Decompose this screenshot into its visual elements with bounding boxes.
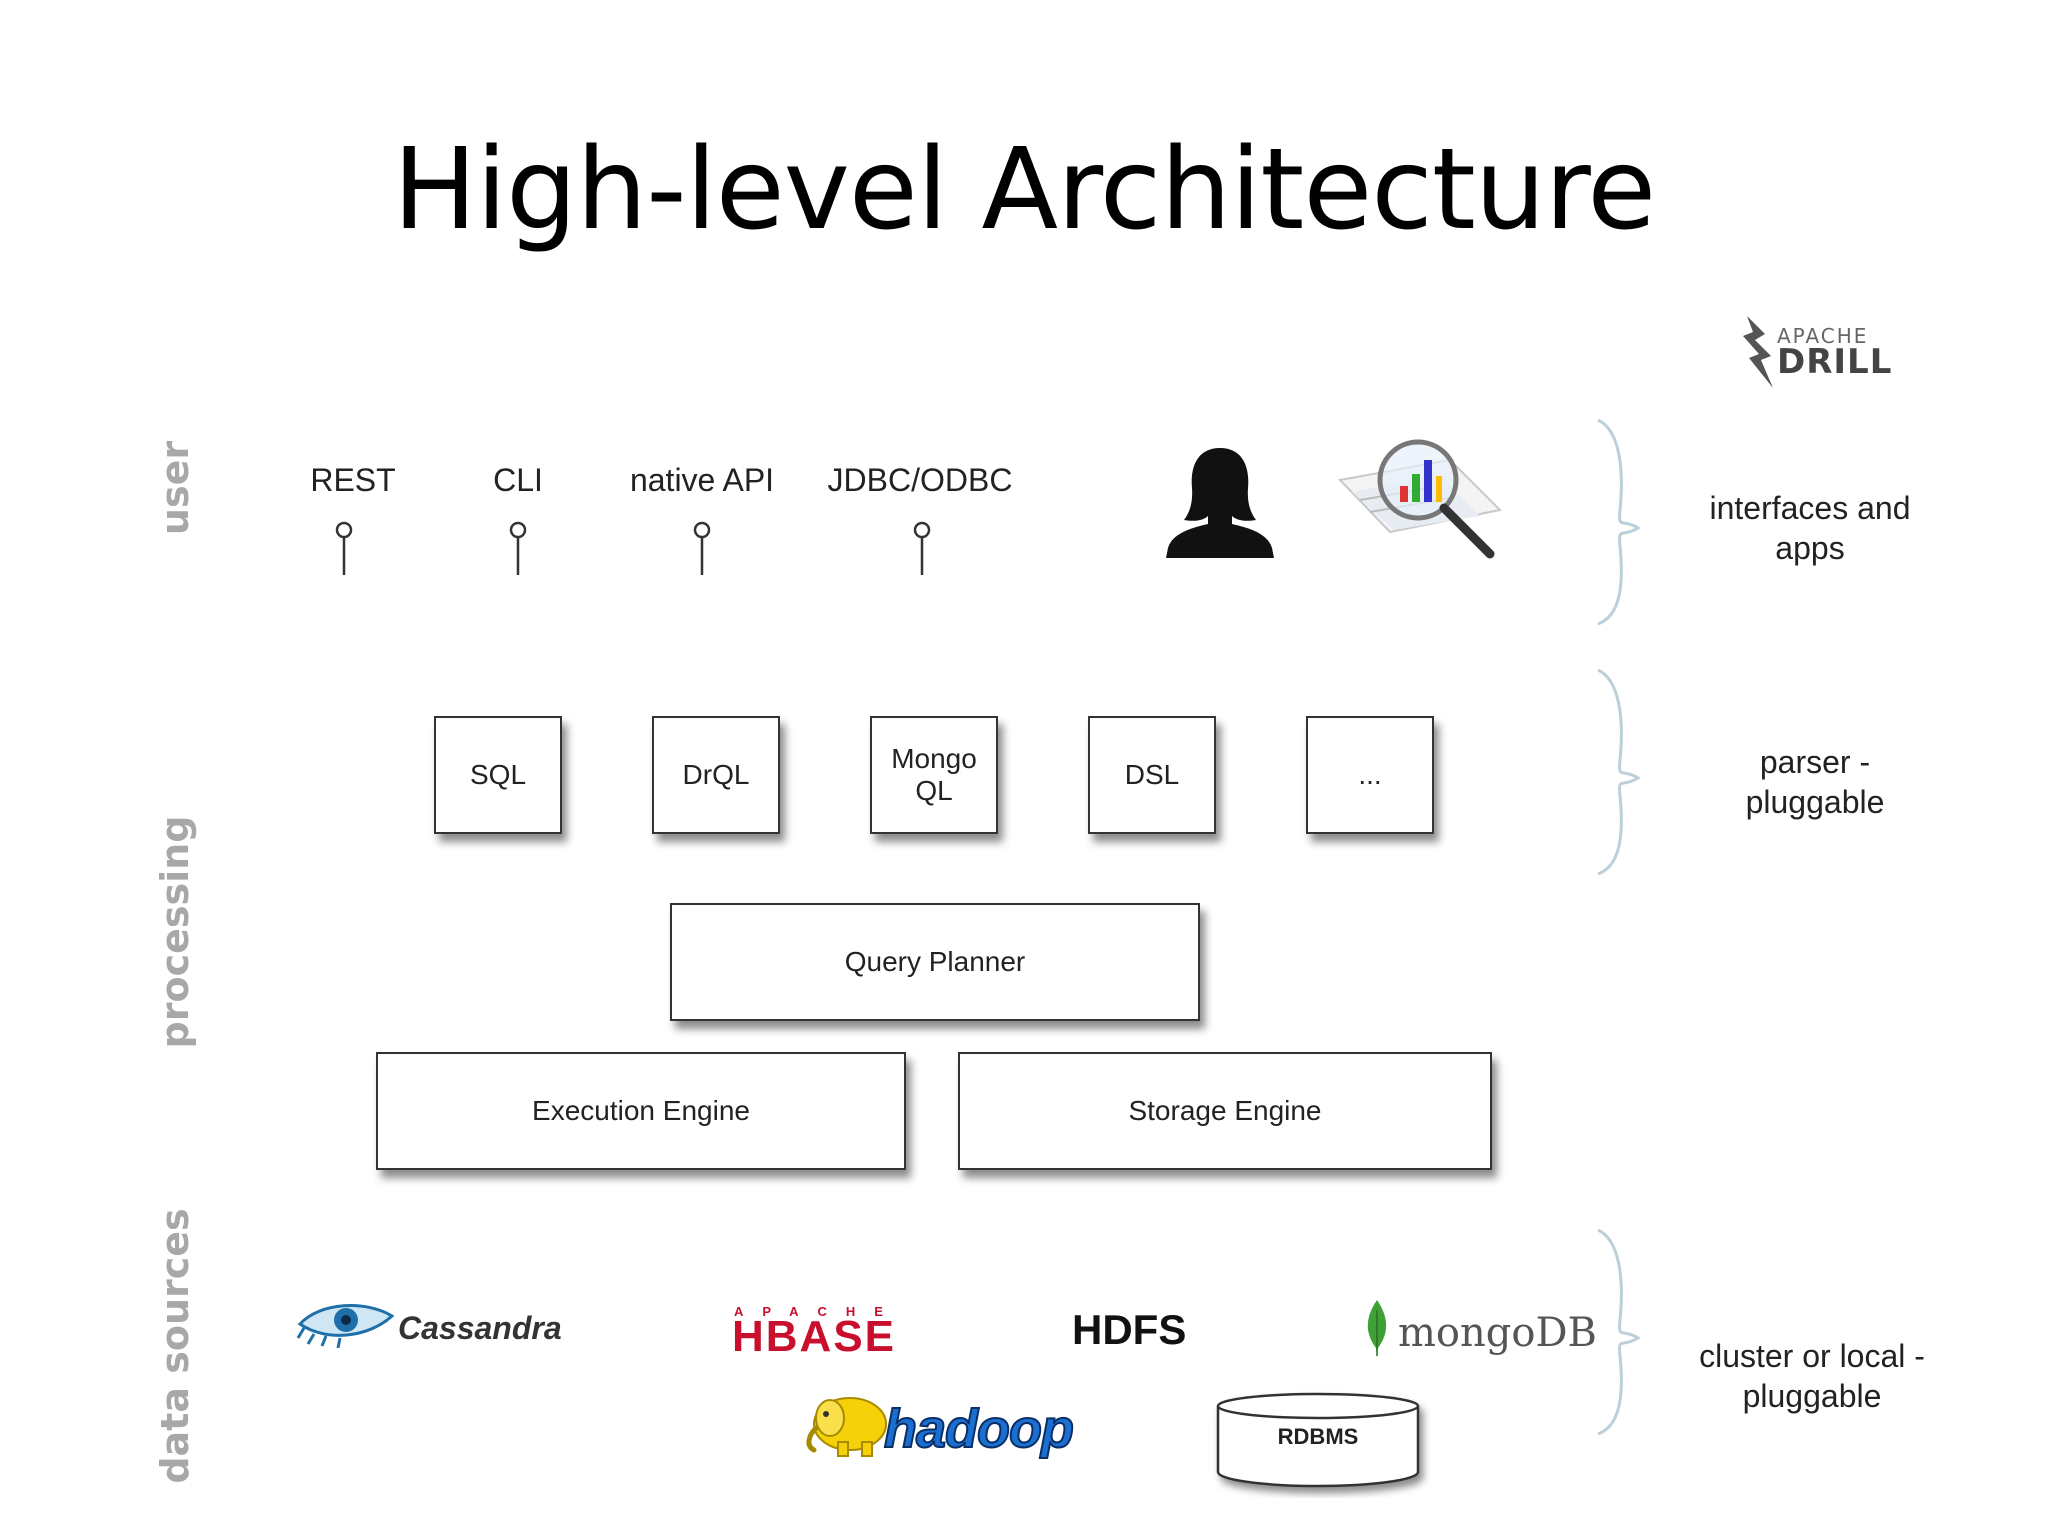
interface-pins xyxy=(335,521,931,575)
interface-cli: CLI xyxy=(493,462,543,498)
parser-more: ... xyxy=(1306,716,1434,834)
source-cassandra: Cassandra xyxy=(398,1310,562,1346)
drill-logo-line1: APACHE xyxy=(1777,324,1869,348)
hbase-apache-text: APACHE xyxy=(734,1304,902,1319)
drill-logo-line2: DRILL xyxy=(1777,342,1893,382)
pin-rest-icon xyxy=(335,521,353,539)
apache-drill-logo: APACHE DRILL xyxy=(1735,312,1915,392)
source-hdfs: HDFS xyxy=(1072,1306,1187,1353)
parser-drql: DrQL xyxy=(652,716,780,834)
parser-sql: SQL xyxy=(434,716,562,834)
pin-cli-icon xyxy=(509,521,527,539)
pin-native-api-icon xyxy=(693,521,711,539)
brace-user-icon xyxy=(1597,418,1641,626)
hadoop-elephant-icon xyxy=(806,1397,887,1457)
source-hbase: HBASE xyxy=(732,1312,897,1361)
database-cylinder-icon xyxy=(1216,1392,1420,1488)
interface-native-api: native API xyxy=(629,462,775,498)
layer-braces xyxy=(1597,418,1641,1436)
execution-engine: Execution Engine xyxy=(376,1052,906,1170)
user-silhouette-icon xyxy=(1166,448,1274,558)
interface-rest: REST xyxy=(310,462,396,498)
source-hadoop: hadoop xyxy=(883,1398,1075,1460)
layer-label-data-sources: data sources xyxy=(153,1208,197,1484)
storage-engine: Storage Engine xyxy=(958,1052,1492,1170)
pin-jdbc-icon xyxy=(913,521,931,539)
cassandra-eye-icon xyxy=(296,1304,395,1348)
side-label-data-sources: cluster or local - pluggable xyxy=(1699,1338,1925,1414)
source-mongodb: mongoDB xyxy=(1398,1310,1597,1356)
query-planner: Query Planner xyxy=(670,903,1200,1021)
parser-dsl: DSL xyxy=(1088,716,1216,834)
mongodb-leaf-icon xyxy=(1367,1300,1387,1358)
report-magnifier-icon xyxy=(1337,439,1503,559)
parser-mongo-ql: Mongo QL xyxy=(870,716,998,834)
side-label-user: interfaces and apps xyxy=(1709,490,1911,566)
layer-label-processing: processing xyxy=(153,815,197,1049)
interface-jdbc-odbc: JDBC/ODBC xyxy=(827,462,1013,498)
page-title: High-level Architecture xyxy=(392,125,1656,255)
brace-processing-icon xyxy=(1597,668,1641,876)
side-label-processing: parser - pluggable xyxy=(1745,744,1885,820)
brace-data-sources-icon xyxy=(1597,1228,1641,1436)
drill-logo-icon xyxy=(1743,316,1773,388)
source-rdbms: RDBMS xyxy=(1277,1424,1359,1449)
